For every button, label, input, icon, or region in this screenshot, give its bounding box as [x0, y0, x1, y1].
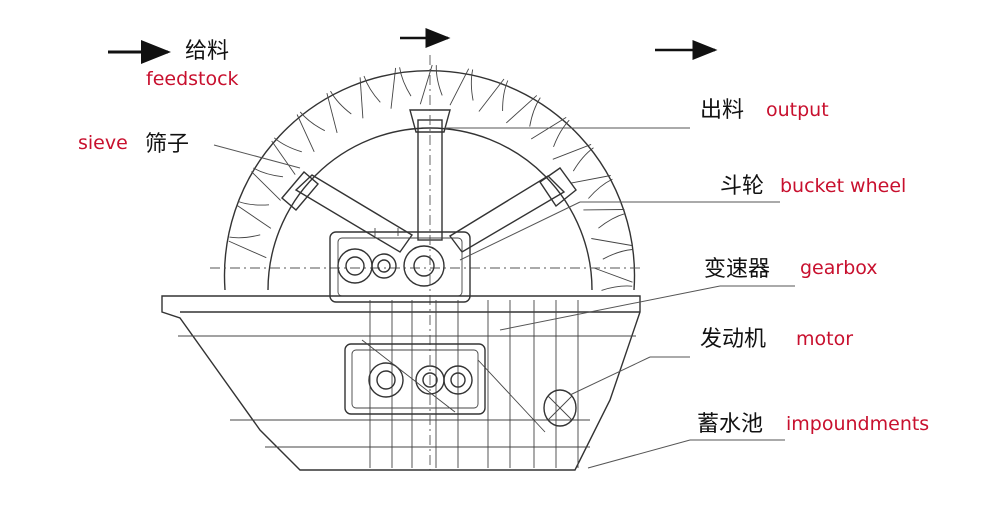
bucket [588, 179, 612, 198]
bucket-divider [450, 69, 469, 106]
bucket [253, 168, 283, 177]
bucket [436, 65, 442, 95]
bucket-divider [229, 241, 266, 258]
label-feedstock: 给料 feedstock [146, 39, 239, 90]
bucket [229, 235, 260, 238]
water-tank [162, 296, 640, 470]
bucket [300, 112, 325, 131]
bucket [573, 148, 593, 171]
label-bucket-wheel-en: bucket wheel [780, 175, 906, 197]
label-impoundments-zh: 蓄水池 [697, 412, 763, 437]
upper-gearbox [330, 228, 470, 302]
label-sieve-en: sieve [78, 132, 128, 154]
label-gearbox: 变速器 gearbox [704, 257, 878, 282]
label-gearbox-zh: 变速器 [704, 257, 770, 282]
wheel-buckets [229, 65, 633, 290]
gear-icon [338, 249, 372, 283]
label-motor-en: motor [796, 328, 853, 350]
label-impoundments: 蓄水池 impoundments [697, 412, 929, 437]
bucket-divider [506, 95, 537, 123]
bucket-divider [553, 144, 591, 159]
label-output-zh: 出料 [700, 98, 744, 123]
bucket-divider [297, 115, 314, 152]
wheel-spokes [282, 110, 576, 252]
label-feedstock-en: feedstock [146, 68, 239, 90]
label-output-en: output [766, 99, 829, 121]
bucket-divider [479, 79, 504, 112]
label-sieve-zh: 筛子 [145, 132, 189, 157]
label-motor-zh: 发动机 [700, 327, 766, 352]
bucket [603, 250, 632, 260]
bucket-divider [237, 205, 271, 228]
bucket-divider [570, 176, 610, 184]
bucket-divider [594, 268, 633, 282]
label-sieve: sieve 筛子 [78, 132, 189, 157]
label-gearbox-en: gearbox [800, 257, 878, 279]
bucket-divider [272, 141, 296, 175]
gear-icon [404, 246, 444, 286]
bucket [602, 286, 633, 290]
motor-unit [345, 340, 576, 432]
bucket-divider [591, 239, 631, 246]
bucket [598, 213, 625, 228]
bucket [274, 138, 302, 152]
label-impoundments-en: impoundments [786, 413, 929, 435]
label-output: 出料 output [700, 98, 829, 123]
gear-icon [372, 254, 396, 278]
bucket [238, 202, 269, 206]
label-motor: 发动机 motor [700, 327, 853, 352]
bucket [471, 70, 473, 101]
bucket-divider [360, 77, 363, 118]
label-bucket-wheel-zh: 斗轮 [720, 174, 764, 199]
label-feedstock-zh: 给料 [185, 39, 229, 64]
tank-supports [370, 300, 578, 468]
label-bucket-wheel: 斗轮 bucket wheel [720, 174, 906, 199]
